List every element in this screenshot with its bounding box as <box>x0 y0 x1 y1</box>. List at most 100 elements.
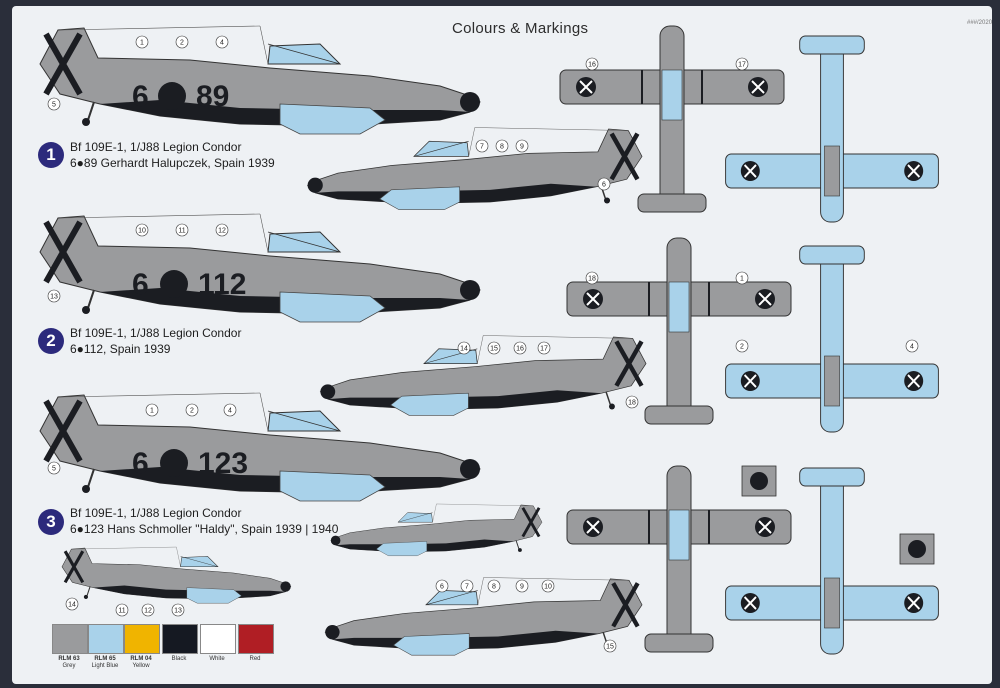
profile-3-lower-side <box>325 577 642 655</box>
callout-number: 9 <box>520 144 524 151</box>
callout-number: 7 <box>480 144 484 151</box>
callout-number: 4 <box>228 408 232 415</box>
callout-circle <box>735 57 749 71</box>
callout-circle <box>47 461 61 475</box>
callout-number: 1 <box>150 408 154 415</box>
callout-number: 15 <box>606 644 614 651</box>
callout-circle <box>460 579 474 593</box>
profile-1-left-side <box>40 26 480 134</box>
callout-circle <box>597 177 611 191</box>
callout-number: 6 <box>602 182 606 189</box>
callout-circle <box>223 403 237 417</box>
profile-1-subtitle: 6●89 Gerhardt Halupczek, Spain 1939 <box>70 156 275 170</box>
callout-circle <box>115 603 129 617</box>
profile-3-subtitle: 6●123 Hans Schmoller "Haldy", Spain 1939… <box>70 522 339 536</box>
callout-circle <box>185 403 199 417</box>
callout-number: 17 <box>540 346 548 353</box>
callout-number: 16 <box>588 62 596 69</box>
p2-code-left: 6 <box>132 268 149 301</box>
profile-2-bottom-view <box>724 245 940 433</box>
profile-3-number: 3 <box>38 509 64 535</box>
callout-circle <box>215 223 229 237</box>
callout-number: 11 <box>178 228 185 235</box>
callout-number: 4 <box>220 40 224 47</box>
p1-code-right: 89 <box>196 80 229 113</box>
p2-code-right: 112 <box>198 268 246 301</box>
callout-number: 2 <box>180 40 184 47</box>
profile-3-title: Bf 109E-1, 1/J88 Legion Condor <box>70 506 242 520</box>
profile-3-right-side <box>329 502 544 558</box>
sheet-title: Colours & Markings <box>452 20 589 37</box>
callout-circle <box>585 271 599 285</box>
callout-number: 4 <box>910 344 914 351</box>
callout-number: 14 <box>68 602 76 609</box>
sheet-code: ###/2020 <box>967 20 993 26</box>
legend-label-4: White <box>209 656 225 662</box>
callout-circle <box>905 339 919 353</box>
profile-2-title: Bf 109E-1, 1/J88 Legion Condor <box>70 326 242 340</box>
callout-circle <box>515 579 529 593</box>
legend-swatch-2 <box>124 624 160 654</box>
callout-circle <box>141 603 155 617</box>
callout-number: 1 <box>740 276 744 283</box>
profile-2-left-side <box>40 214 480 322</box>
callout-circle <box>435 579 449 593</box>
profile-1-number: 1 <box>38 142 64 168</box>
profile-1-title: Bf 109E-1, 1/J88 Legion Condor <box>70 140 242 154</box>
profile-2-right-side <box>320 335 646 415</box>
callout-circle <box>487 579 501 593</box>
legend-swatch-5 <box>238 624 274 654</box>
callout-number: 18 <box>588 276 596 283</box>
callout-number: 12 <box>218 228 226 235</box>
profile-1-right-side <box>308 128 642 210</box>
callout-number: 10 <box>138 228 146 235</box>
callout-circle <box>47 289 61 303</box>
legend-swatch-1 <box>88 624 124 654</box>
callout-circle <box>457 341 471 355</box>
callout-circle <box>47 97 61 111</box>
callout-number: 9 <box>520 584 524 591</box>
callout-number: 18 <box>628 400 636 407</box>
callout-number: 5 <box>52 102 56 109</box>
legend-swatch-0 <box>52 624 88 654</box>
callout-number: 2 <box>190 408 194 415</box>
aircraft-artwork: 6 89 6 112 6 123 12456789101112131415161… <box>12 6 940 684</box>
callout-circle <box>735 339 749 353</box>
callout-number: 10 <box>544 584 552 591</box>
profile-3-small-side <box>60 545 293 605</box>
callout-circle <box>175 35 189 49</box>
decal-sheet: Colours & Markings ###/2020 1 Bf 109E-1,… <box>12 6 992 684</box>
callout-circle <box>585 57 599 71</box>
callout-circle <box>537 341 551 355</box>
callout-number: 16 <box>516 346 524 353</box>
callout-circle <box>145 403 159 417</box>
callout-circle <box>541 579 555 593</box>
callout-number: 1 <box>140 40 144 47</box>
callout-circle <box>135 223 149 237</box>
callout-number: 2 <box>740 344 744 351</box>
callout-circle <box>175 223 189 237</box>
profile-1-bottom-view <box>724 35 940 223</box>
callout-circle <box>735 271 749 285</box>
p3-code-right: 123 <box>198 447 248 480</box>
callout-circle <box>171 603 185 617</box>
legend-swatch-3 <box>162 624 198 654</box>
callout-circle <box>513 341 527 355</box>
rudder-panel-2 <box>899 533 935 565</box>
legend-label-5: Red <box>249 656 261 662</box>
callout-circle <box>603 639 617 653</box>
callout-circle <box>625 395 639 409</box>
callout-circle <box>65 597 79 611</box>
callout-number: 11 <box>118 608 125 615</box>
callout-circle <box>475 139 489 153</box>
callout-number: 8 <box>492 584 496 591</box>
callout-number: 8 <box>500 144 504 151</box>
callout-number: 7 <box>465 584 469 591</box>
callout-number: 15 <box>490 346 498 353</box>
callout-number: 6 <box>440 584 444 591</box>
callout-number: 13 <box>174 608 182 615</box>
